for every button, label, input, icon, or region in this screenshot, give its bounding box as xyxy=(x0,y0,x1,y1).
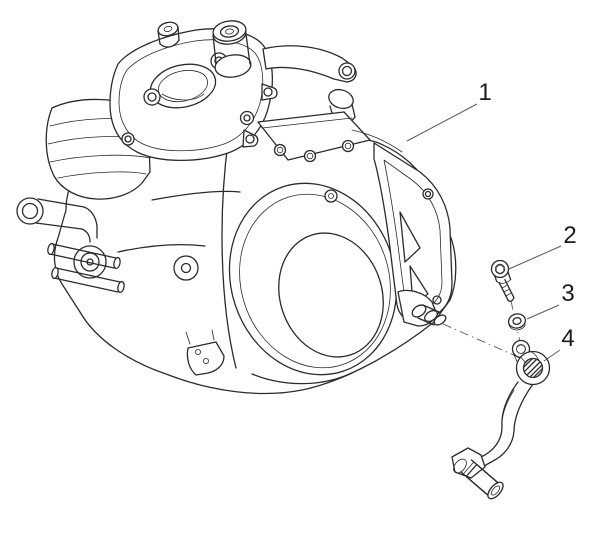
shift-shaft-stub xyxy=(397,289,447,327)
bracket-boss-hole xyxy=(424,190,432,198)
case-seam xyxy=(151,190,241,201)
engine-assembly-drawing xyxy=(16,20,457,395)
callout-2-leader-line xyxy=(508,245,562,270)
lever-toe-peg xyxy=(460,459,504,500)
intake-manifold xyxy=(257,45,403,203)
bracket-hole xyxy=(432,295,442,305)
clutch-cover-ridge xyxy=(239,193,391,369)
cylinder-head-cover xyxy=(109,28,278,162)
callout-4-leader-line xyxy=(543,349,561,362)
callout-2: 2 xyxy=(508,222,577,270)
case-boss xyxy=(173,255,199,281)
callout-3-leader-line xyxy=(526,304,560,320)
spline-hatching xyxy=(524,359,542,377)
case-bottom-edge xyxy=(251,372,353,385)
gear-shift-lever-drawing xyxy=(451,339,551,500)
coolant-hose xyxy=(16,197,98,243)
callout-4: 4 xyxy=(543,325,575,362)
case-seam xyxy=(117,244,206,253)
spark-plug-tube xyxy=(212,20,252,78)
case-seam xyxy=(221,141,237,369)
callout-4-label: 4 xyxy=(561,325,574,352)
callout-1-leader-line xyxy=(406,103,478,142)
callout-3: 3 xyxy=(526,280,575,320)
bracket-cutout xyxy=(399,211,421,263)
front-mount-bolts xyxy=(47,242,125,294)
bracket-boss xyxy=(422,188,434,200)
callouts: 1 2 3 4 xyxy=(406,79,577,362)
oil-filler-cap xyxy=(157,21,180,48)
clutch-cover-face xyxy=(278,232,384,358)
bolt-head xyxy=(490,259,510,279)
lever-arm-edge xyxy=(476,383,534,471)
lever-boss xyxy=(511,339,551,386)
callout-2-label: 2 xyxy=(563,222,576,249)
bottom-mount-lug xyxy=(185,329,225,376)
washer-drawing xyxy=(507,313,527,331)
shaft-axis-dashed-line xyxy=(442,323,517,357)
callout-1: 1 xyxy=(406,79,492,142)
bolt-hex-socket xyxy=(495,264,505,274)
bolt-drawing xyxy=(490,259,515,302)
case-boss-hole xyxy=(180,262,192,274)
washer-hole xyxy=(512,317,522,325)
callout-1-label: 1 xyxy=(478,79,491,106)
callout-3-label: 3 xyxy=(561,280,574,307)
